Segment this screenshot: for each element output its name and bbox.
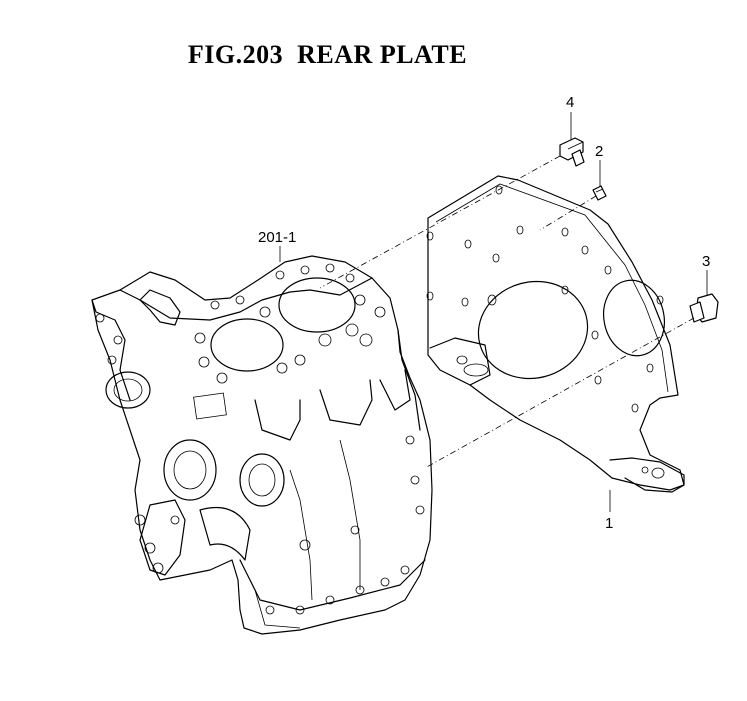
engine-block (91, 255, 433, 635)
callout-part-3: 3 (702, 253, 710, 270)
callout-part-4: 4 (566, 94, 574, 111)
rear-plate (426, 175, 685, 493)
figure-title: FIG.203 REAR PLATE (187, 40, 468, 69)
bolt-part-3 (689, 293, 719, 323)
callout-part-1: 1 (605, 515, 613, 532)
alignment-lines (319, 155, 695, 469)
dowel-pin-part-2 (592, 185, 607, 201)
bolt-part-4 (559, 137, 585, 167)
callout-part-2: 2 (595, 143, 603, 160)
callout-part-201-1: 201-1 (258, 229, 296, 246)
